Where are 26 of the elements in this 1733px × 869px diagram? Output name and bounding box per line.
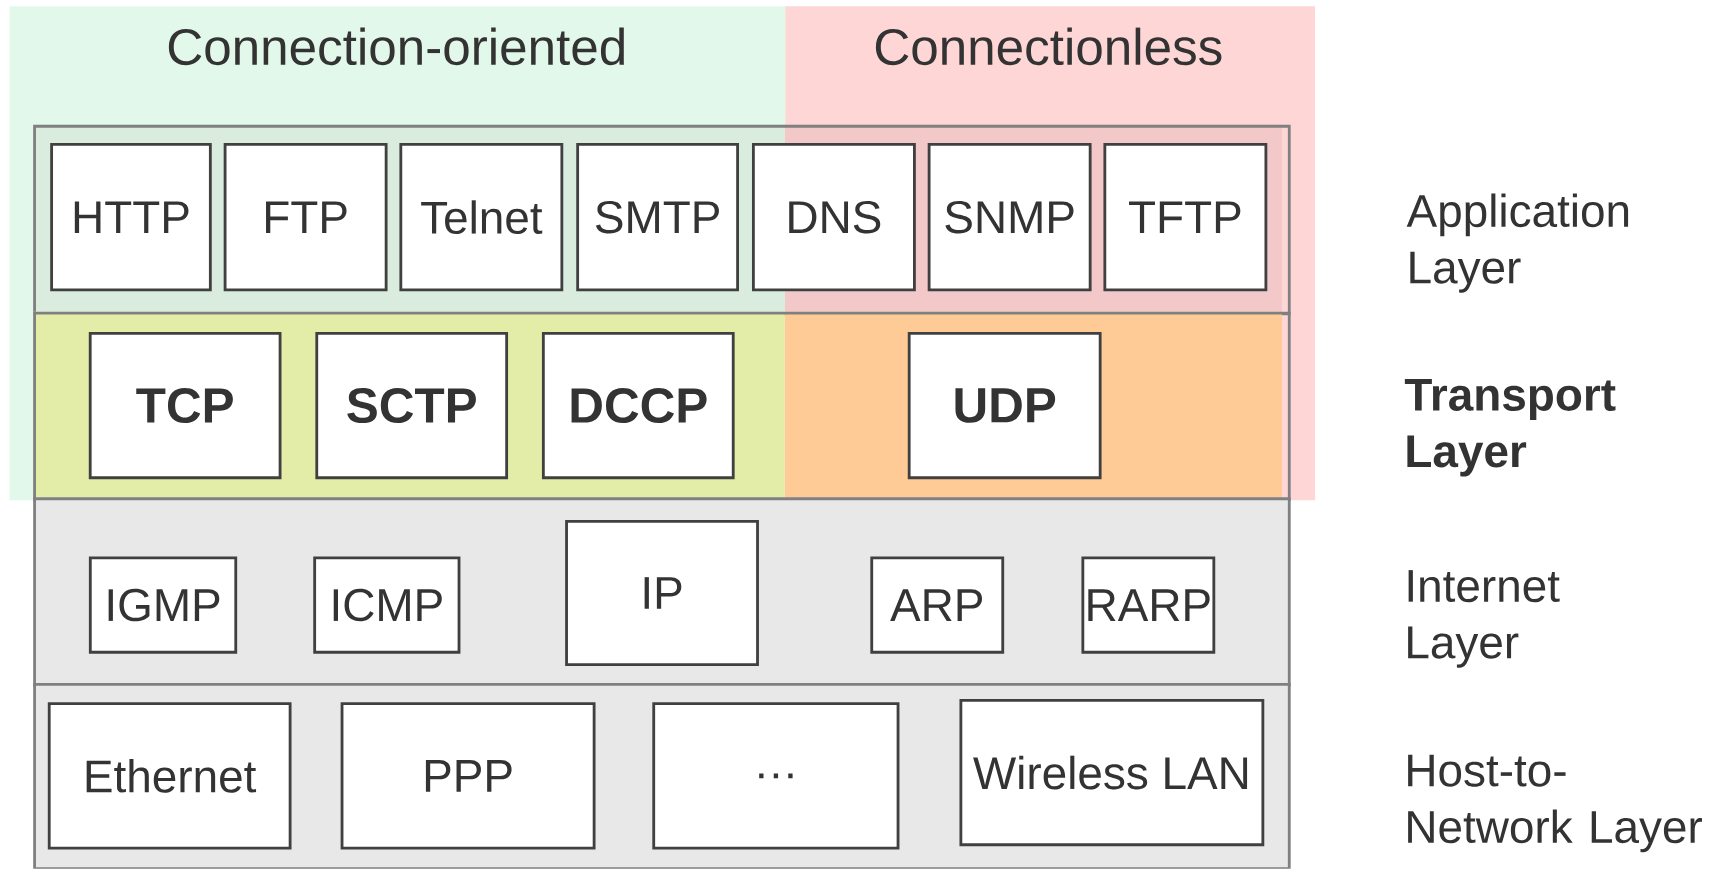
layer-label: Transport Layer	[1404, 379, 1616, 477]
protocol-box: Telnet	[399, 143, 564, 292]
protocol-box: SCTP	[315, 332, 509, 480]
protocol-box: RARP	[1081, 556, 1216, 654]
protocol-box: …	[652, 702, 900, 850]
protocol-box: PPP	[340, 702, 596, 850]
protocol-box: IGMP	[88, 556, 238, 654]
protocol-box: UDP	[907, 332, 1102, 480]
protocol-box: Wireless LAN	[959, 699, 1265, 847]
region-heading: Connection-oriented	[168, 27, 624, 66]
region-heading: Connectionless	[875, 27, 1222, 66]
protocol-box: ARP	[870, 556, 1005, 654]
protocol-box: TCP	[88, 332, 282, 480]
protocol-box: ICMP	[313, 556, 461, 654]
layer-label: Host-to-Network Layer	[1408, 754, 1702, 853]
protocol-box: SMTP	[576, 143, 739, 292]
layer-label: Application Layer	[1406, 193, 1629, 293]
protocol-box: Ethernet	[47, 702, 292, 850]
layer-label: Internet Layer	[1408, 570, 1560, 668]
protocol-box: SNMP	[927, 143, 1092, 292]
protocol-box: IP	[565, 520, 759, 667]
protocol-box: TFTP	[1103, 143, 1268, 292]
protocol-box: HTTP	[50, 143, 212, 292]
protocol-box: FTP	[223, 143, 388, 292]
protocol-box: DCCP	[541, 332, 735, 480]
protocol-box: DNS	[752, 143, 916, 292]
